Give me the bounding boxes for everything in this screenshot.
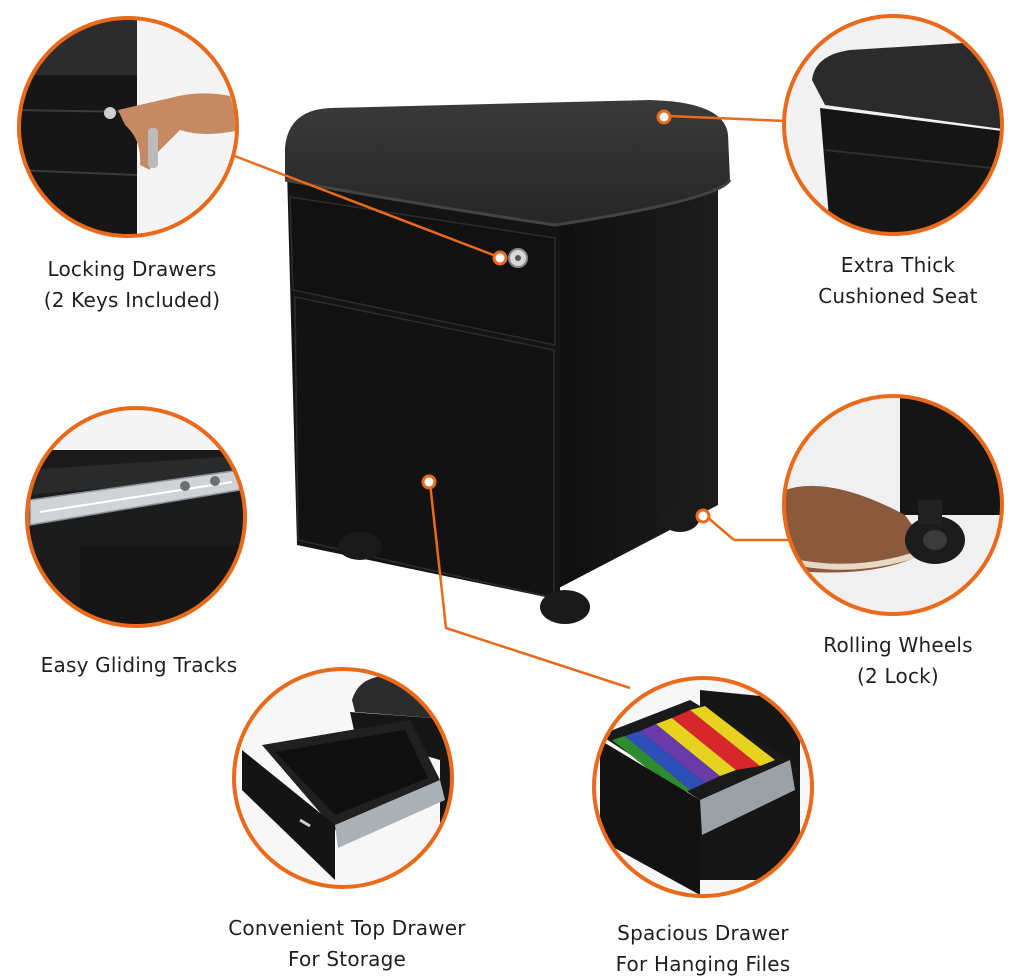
caption-locking-drawers: Locking Drawers (2 Keys Included) <box>28 254 236 316</box>
callout-lines <box>231 114 789 690</box>
caption-line: Spacious Drawer <box>617 921 789 945</box>
caption-line: Rolling Wheels <box>823 633 973 657</box>
cabinet-side-panel <box>555 180 718 590</box>
caption-line: For Hanging Files <box>615 952 791 976</box>
rolling-wheels-detail-photo <box>782 394 1004 616</box>
locking-drawers-detail-photo <box>17 16 239 238</box>
cushion-seam <box>284 178 732 227</box>
caption-rolling-wheels: Rolling Wheels (2 Lock) <box>806 630 990 692</box>
gliding-tracks-detail-photo <box>25 406 247 628</box>
caption-line: Locking Drawers <box>47 257 217 281</box>
caption-gliding-tracks: Easy Gliding Tracks <box>34 650 244 681</box>
caption-line: Convenient Top Drawer <box>228 916 466 940</box>
file-drawer-face <box>294 296 555 599</box>
caption-line: Cushioned Seat <box>818 284 978 308</box>
caster-wheels <box>338 502 700 624</box>
caption-line: (2 Keys Included) <box>43 288 221 312</box>
mobile-file-cabinet <box>284 100 732 624</box>
caption-cushioned-seat: Extra Thick Cushioned Seat <box>806 250 990 312</box>
caption-line: Extra Thick <box>840 253 956 277</box>
caption-line: (2 Lock) <box>857 664 939 688</box>
hanging-files-detail-photo <box>592 676 814 898</box>
cushion-seat <box>285 100 730 225</box>
callout-dots <box>421 109 711 524</box>
top-drawer-face <box>289 196 556 346</box>
caption-top-drawer: Convenient Top Drawer For Storage <box>224 913 470 975</box>
caption-hanging-files: Spacious Drawer For Hanging Files <box>598 918 808 980</box>
caption-line: For Storage <box>287 947 407 971</box>
caption-line: Easy Gliding Tracks <box>40 653 238 677</box>
top-drawer-detail-photo <box>232 667 454 889</box>
cushioned-seat-detail-photo <box>782 14 1004 236</box>
